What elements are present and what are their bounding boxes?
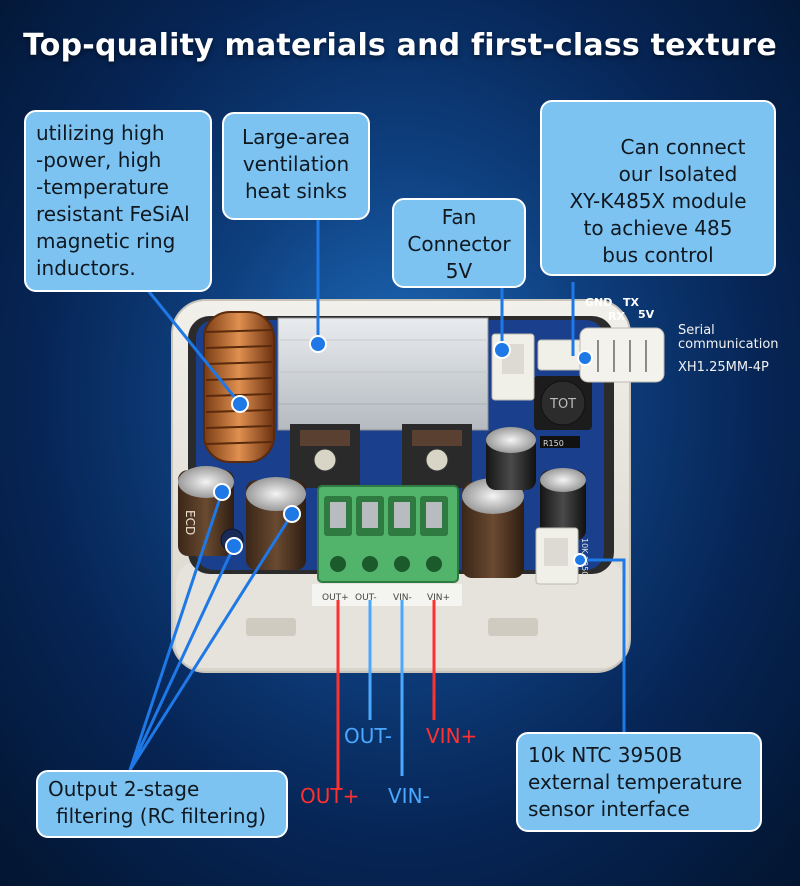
callout-module-line: to achieve 485 (583, 216, 733, 240)
label-vin-minus: VIN- (388, 784, 430, 808)
callout-inductor-line: magnetic ring (36, 229, 176, 253)
term-label-4: VIN+ (427, 593, 450, 603)
resistor-code: R150 (543, 439, 564, 448)
term-label-3: VIN- (393, 593, 412, 603)
enclosure-slot-right (488, 618, 538, 636)
serial-pin-rx: RX (608, 310, 625, 323)
callout-fan-line: Connector (407, 232, 511, 256)
serial-connector-type: XH1.25MM-4P (678, 360, 769, 375)
callout-heatsink-line: heat sinks (244, 179, 348, 203)
callout-485-module: Can connect our Isolated XY-K485X module… (540, 100, 776, 276)
callout-inductor-line: -power, high (36, 148, 162, 172)
callout-inductor-line: -temperature (36, 175, 169, 199)
callout-heatsink-line: ventilation (242, 152, 350, 176)
term-label-2: OUT- (355, 593, 377, 603)
serial-pin-5v: 5V (638, 308, 655, 321)
callout-fan-connector: Fan Connector 5V (392, 198, 526, 288)
callout-filter-line: Output 2-stage (48, 777, 200, 801)
smd-resistor (540, 436, 580, 448)
enclosure-slot-left (246, 618, 296, 636)
callout-ntc-sensor: 10k NTC 3950B external temperature senso… (516, 732, 762, 832)
callout-output-filtering: Output 2-stage filtering (RC filtering) (36, 770, 288, 838)
callout-fan-line: 5V (445, 259, 473, 283)
callout-inductor: utilizing high -power, high -temperature… (24, 110, 212, 292)
label-vin-plus: VIN+ (426, 724, 478, 748)
callout-module-line: our Isolated (618, 162, 738, 186)
heatsink (277, 317, 489, 431)
callout-module-line: Can connect (620, 135, 746, 159)
callout-heatsink: Large-area ventilation heat sinks (222, 112, 370, 220)
serial-label-line1: Serial (678, 323, 715, 338)
callout-ntc-line: 10k NTC 3950B (528, 743, 683, 767)
callout-inductor-line: resistant FeSiAl (36, 202, 190, 226)
headline: Top-quality materials and first-class te… (23, 28, 777, 63)
callout-inductor-line: inductors. (36, 256, 136, 280)
callout-filter-line: filtering (RC filtering) (56, 804, 267, 828)
toroid-inductor (203, 311, 275, 463)
callout-ntc-line: external temperature (528, 770, 743, 794)
callout-heatsink-line: Large-area (241, 125, 351, 149)
serial-label-line2: communication (678, 337, 779, 352)
terminal-label-strip (312, 584, 462, 606)
label-out-minus: OUT- (344, 724, 392, 748)
cap-brand-text: ECD (183, 510, 197, 535)
callout-inductor-line: utilizing high (36, 121, 165, 145)
callout-fan-line: Fan (441, 205, 477, 229)
term-label-1: OUT+ (322, 593, 349, 603)
callout-module-line: bus control (602, 243, 714, 267)
callout-ntc-line: sensor interface (528, 797, 690, 821)
serial-pin-tx: TX (623, 296, 639, 309)
inductor-code: TOT (549, 397, 576, 412)
label-out-plus: OUT+ (300, 784, 360, 808)
callout-module-line: XY-K485X module (569, 189, 747, 213)
serial-pin-gnd: GND (585, 296, 613, 309)
serial-plug (579, 327, 665, 383)
